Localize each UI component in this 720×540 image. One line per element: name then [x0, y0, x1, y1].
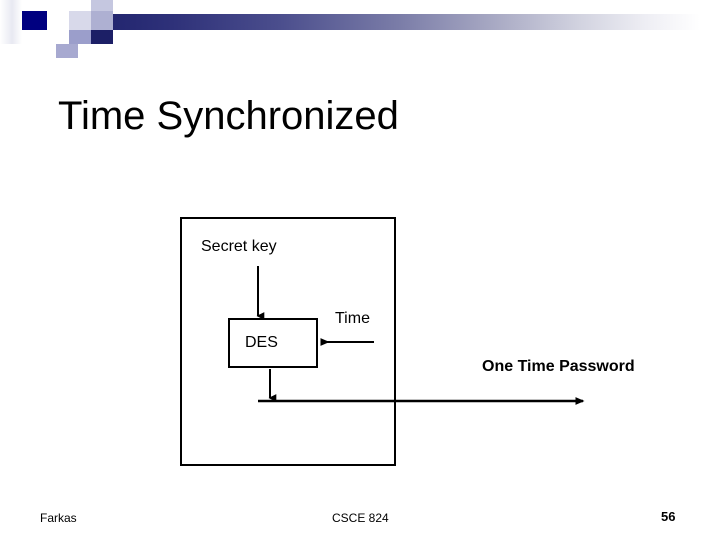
footer-page-number: 56 — [661, 509, 676, 524]
header-square-light-1 — [69, 11, 91, 30]
header-square-light-2 — [91, 0, 113, 11]
des-box — [228, 318, 318, 368]
page-title: Time Synchronized — [58, 94, 399, 138]
header-gradient-band — [100, 14, 700, 30]
header-square-light-5 — [56, 44, 78, 58]
outer-boundary-rectangle — [180, 217, 396, 466]
header-square-light-3 — [91, 11, 113, 30]
footer-course: CSCE 824 — [332, 511, 389, 525]
time-label: Time — [335, 310, 370, 327]
header-square-light-4 — [69, 30, 91, 44]
header-square-gradient-left — [0, 0, 22, 44]
des-label: DES — [245, 334, 278, 351]
header-square-white-2 — [47, 30, 69, 44]
header-square-white-1 — [47, 11, 69, 30]
header-square-dark — [22, 11, 47, 30]
header-square-navy — [91, 30, 113, 44]
footer-author: Farkas — [40, 511, 77, 525]
one-time-password-label: One Time Password — [482, 358, 635, 375]
secret-key-label: Secret key — [201, 238, 277, 255]
